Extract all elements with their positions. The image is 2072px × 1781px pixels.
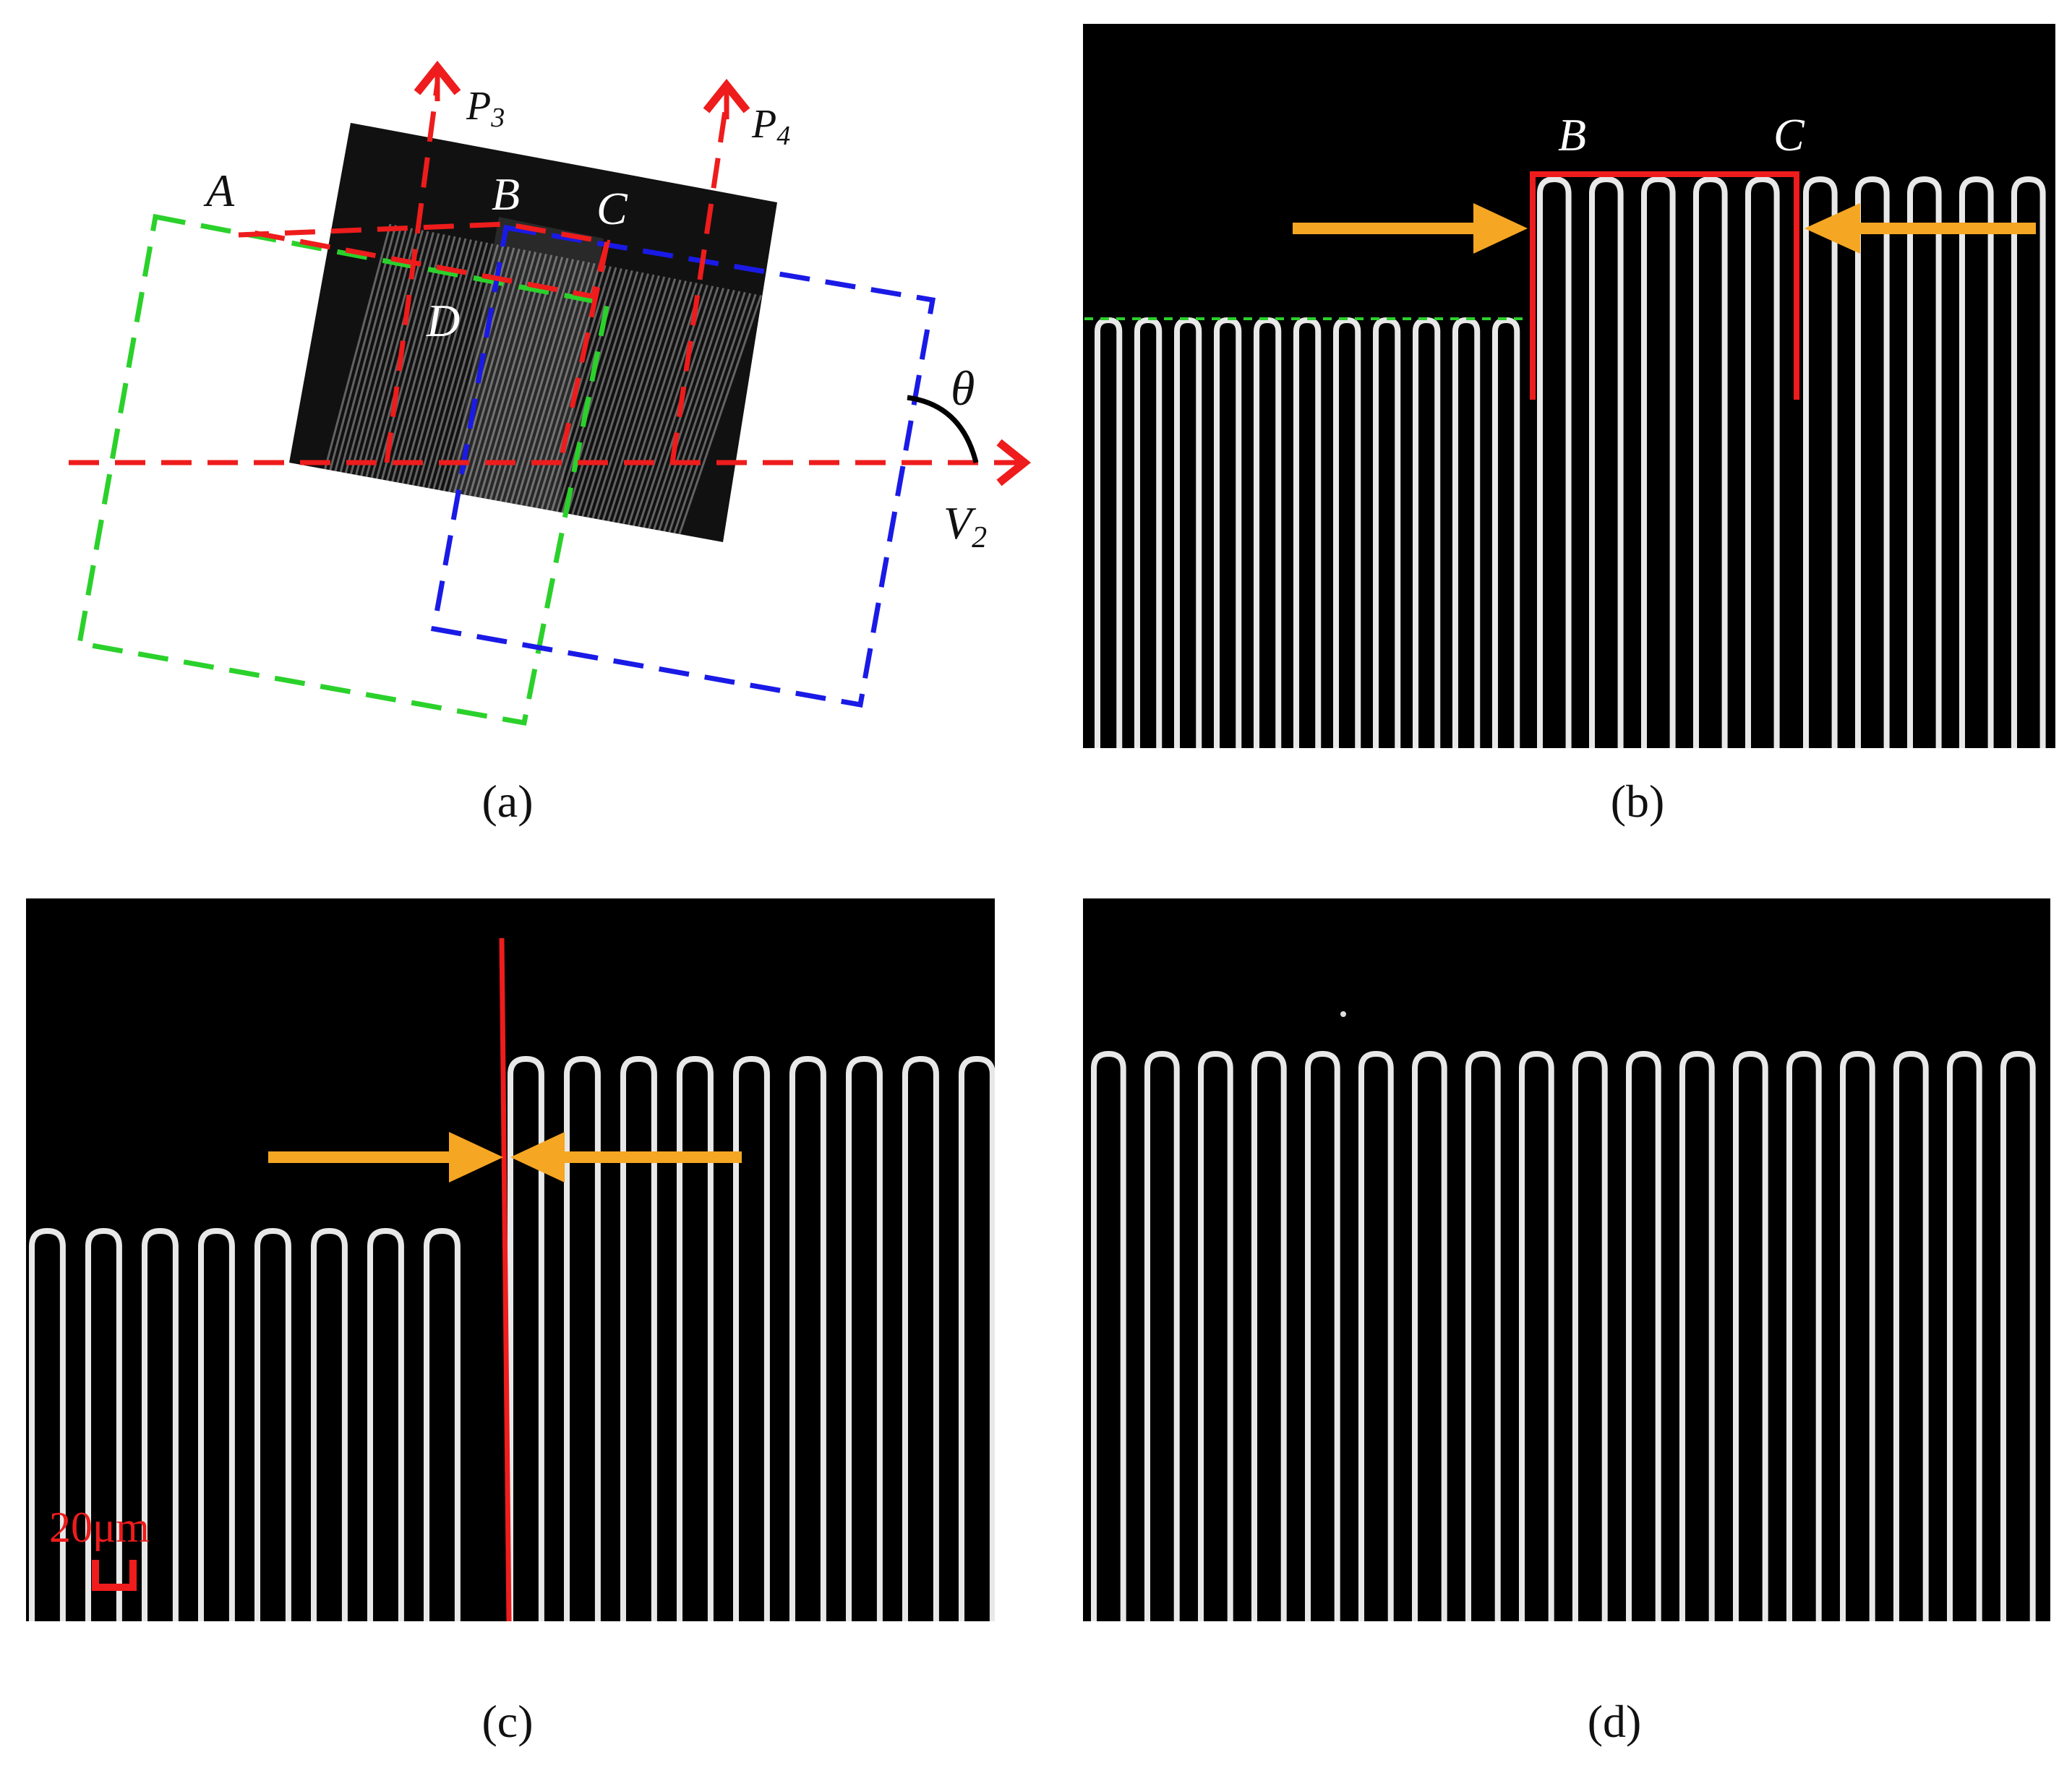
caption-c: (c) (481, 1696, 534, 1747)
red-dashed-lines (69, 61, 1031, 486)
wire-pattern-middle (1537, 176, 1780, 748)
panel-a-diagram: P3 P4 A B C D θ V2 (69, 61, 1031, 726)
red-vertical-line (499, 937, 512, 1621)
scale-bar-label: 20μm (49, 1503, 150, 1551)
panel-a-labels: P3 P4 A B C D θ V2 (203, 84, 987, 554)
panel-c-micrograph: 20μm (26, 898, 995, 1621)
orange-arrow-right (1805, 203, 2036, 254)
theta-arc (907, 395, 979, 463)
wire-pattern-right (508, 1055, 995, 1621)
wire-pattern (1091, 1050, 2036, 1621)
label-C: C (1773, 109, 1805, 160)
panel-b-micrograph: B C (1083, 24, 2055, 748)
wire-pattern-right (1803, 176, 2046, 748)
svg-text:P3: P3 (466, 84, 505, 133)
green-dashed-frame (76, 213, 611, 726)
blue-dashed-frame (430, 224, 936, 708)
label-D: D (426, 295, 460, 346)
orange-arrow-left (1293, 203, 1528, 254)
caption-d: (d) (1587, 1696, 1642, 1747)
label-B: B (1558, 109, 1586, 160)
panel-d-micrograph (1083, 898, 2050, 1621)
caption-b: (b) (1610, 776, 1665, 827)
scale-bar (92, 1560, 137, 1591)
svg-text:P4: P4 (751, 102, 790, 151)
label-B: B (492, 168, 520, 220)
chip-photo (289, 123, 777, 542)
wire-pattern-left (29, 1227, 461, 1621)
svg-text:V2: V2 (943, 497, 987, 554)
label-A: A (203, 165, 235, 216)
label-C: C (596, 183, 628, 234)
caption-a: (a) (481, 776, 534, 827)
label-theta: θ (951, 361, 975, 416)
orange-arrow-right (510, 1132, 742, 1183)
orange-arrow-left (268, 1132, 503, 1183)
red-bracket (1530, 171, 1799, 400)
